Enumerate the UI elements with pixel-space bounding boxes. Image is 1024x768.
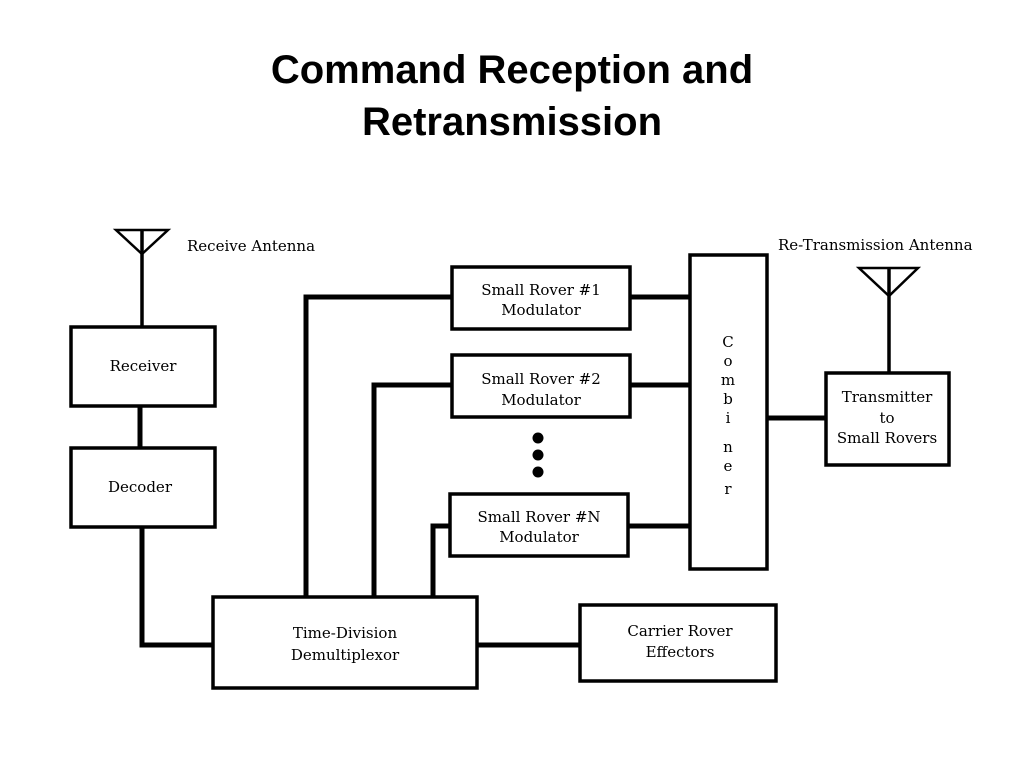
slide-title: Command Reception and Retransmission: [0, 44, 1024, 148]
modulator-2-label-line-1: Small Rover #2: [481, 370, 601, 388]
receive-antenna-label: Receive Antenna: [187, 237, 315, 255]
combiner-letter: n: [723, 438, 733, 456]
effectors-block: Carrier Rover Effectors: [578, 603, 778, 683]
combiner-letter: r: [724, 480, 732, 498]
combiner-block: C o m b i n e r: [688, 253, 769, 571]
modulator-n-block: Small Rover #N Modulator: [448, 492, 630, 558]
retransmission-antenna-label: Re-Transmission Antenna: [778, 236, 973, 254]
receive-antenna-icon: [112, 228, 172, 328]
demultiplexor-block: Time-Division Demultiplexor: [211, 595, 479, 690]
modulator-1-label-line-1: Small Rover #1: [481, 281, 601, 299]
wire-demux-modn: [430, 523, 453, 600]
modulator-2-label-line-2: Modulator: [501, 391, 581, 409]
effectors-label-line-2: Effectors: [646, 643, 715, 661]
combiner-letter: i: [726, 409, 731, 427]
modulator-1-label-line-2: Modulator: [501, 301, 581, 319]
vertical-ellipsis-icon: [532, 432, 544, 478]
modulator-1-block: Small Rover #1 Modulator: [450, 265, 632, 331]
title-line-2: Retransmission: [361, 100, 663, 144]
wire-decoder-demux: [139, 525, 216, 648]
receiver-label: Receiver: [110, 357, 178, 375]
decoder-label: Decoder: [108, 478, 173, 496]
combiner-letter: o: [723, 352, 732, 370]
title-line-1: Command Reception and: [270, 48, 754, 92]
effectors-label-line-1: Carrier Rover: [627, 622, 733, 640]
wire-demux-mod2: [371, 382, 455, 600]
receiver-block: Receiver: [69, 325, 217, 408]
demux-label-line-1: Time-Division: [293, 624, 398, 642]
combiner-letter: m: [721, 371, 735, 389]
combiner-letter: b: [723, 390, 733, 408]
modulator-2-block: Small Rover #2 Modulator: [450, 353, 632, 419]
combiner-letter: e: [724, 457, 733, 475]
transmitter-label-line-2: to: [879, 409, 894, 427]
transmitter-label-line-3: Small Rovers: [837, 429, 937, 447]
modulator-n-label-line-1: Small Rover #N: [477, 508, 600, 526]
modulator-n-label-line-2: Modulator: [499, 528, 579, 546]
transmitter-label-line-1: Transmitter: [842, 388, 933, 406]
decoder-block: Decoder: [69, 446, 217, 529]
transmitter-block: Transmitter to Small Rovers: [824, 371, 951, 467]
retransmission-antenna-icon: [855, 266, 922, 373]
wire-demux-mod1: [303, 294, 455, 600]
demux-label-line-2: Demultiplexor: [291, 646, 400, 664]
combiner-letter: C: [722, 333, 733, 351]
connections: [137, 294, 829, 648]
